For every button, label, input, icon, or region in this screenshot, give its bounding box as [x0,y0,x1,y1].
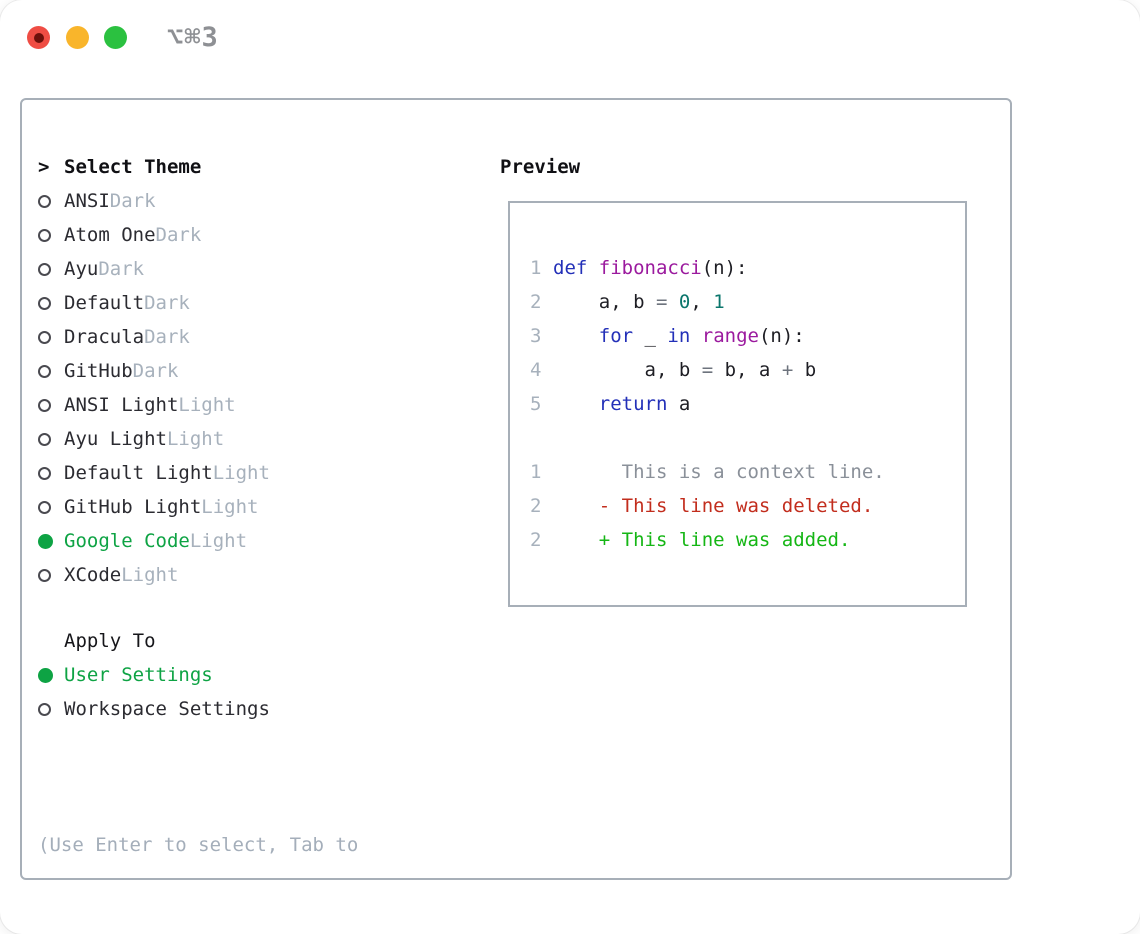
option-label: Default Light [64,462,213,484]
line-number: 5 [530,393,542,415]
theme-variant-tag: Dark [132,360,179,382]
select-theme-title: Select Theme [64,156,202,178]
radio-unselected-icon [38,702,64,716]
option-label: Dracula [64,326,145,348]
theme-variant-tag: Dark [109,190,156,212]
radio-unselected-icon [38,568,64,582]
line-number: 2 [530,291,542,313]
theme-variant-tag: Dark [144,292,190,314]
diff-line-context: 1 This is a context line. [530,455,965,489]
maximize-button[interactable] [104,26,127,49]
option-label: GitHub Light [64,496,202,518]
blank-line [530,421,965,455]
theme-option[interactable]: GitHub Light Light [38,490,490,524]
code-line: 3 for _ in range(n): [530,319,965,353]
window-titlebar: ⌥⌘3 [0,0,1140,72]
theme-variant-tag: Light [121,564,179,586]
theme-option[interactable]: XCode Light [38,558,490,592]
apply-to-header: Apply To [38,624,490,658]
option-label: Google Code [64,530,190,552]
theme-option[interactable]: GitHub Dark [38,354,490,388]
theme-option[interactable]: ANSI Light Light [38,388,490,422]
radio-unselected-icon [38,194,64,208]
option-label: XCode [64,564,122,586]
diff-line-deleted: 2 - This line was deleted. [530,489,965,523]
option-label: Default [64,292,145,314]
minimize-button[interactable] [66,26,89,49]
cursor-arrow: > [38,156,50,178]
apply-to-title: Apply To [64,630,156,652]
line-number: 4 [530,359,542,381]
theme-variant-tag: Dark [144,326,190,348]
radio-unselected-icon [38,364,64,378]
theme-variant-tag: Dark [98,258,145,280]
radio-unselected-icon [38,432,64,446]
select-theme-header: > Select Theme [38,150,490,184]
radio-unselected-icon [38,466,64,480]
option-label: Workspace Settings [64,698,270,720]
apply-option[interactable]: Workspace Settings [38,692,490,726]
preview-title: Preview [500,156,581,178]
line-number: 3 [530,325,542,347]
option-label: Atom One [64,224,156,246]
hint-line-1: (Use Enter to select, Tab to [38,834,359,856]
radio-unselected-icon [38,296,64,310]
option-label: User Settings [64,664,213,686]
radio-unselected-icon [38,330,64,344]
code-line: 2 a, b = 0, 1 [530,285,965,319]
close-button-dot-icon [33,32,44,43]
theme-option[interactable]: Default Light Light [38,456,490,490]
option-label: Ayu Light [64,428,167,450]
code-line: 5 return a [530,387,965,421]
theme-option[interactable]: Dracula Dark [38,320,490,354]
code-line: 4 a, b = b, a + b [530,353,965,387]
close-button[interactable] [27,26,50,49]
hint-line-2: change focus) [38,930,490,934]
theme-variant-tag: Light [178,394,236,416]
diff-sample: 1 This is a context line.2 - This line w… [530,455,965,557]
theme-option[interactable]: Atom One Dark [38,218,490,252]
keyboard-shortcut-label: ⌥⌘3 [167,22,219,53]
radio-unselected-icon [38,398,64,412]
option-label: GitHub [64,360,133,382]
apply-option[interactable]: User Settings [38,658,490,692]
theme-option[interactable]: Ayu Light Light [38,422,490,456]
theme-variant-tag: Dark [155,224,202,246]
diff-line-added: 2 + This line was added. [530,523,965,557]
theme-variant-tag: Light [212,462,270,484]
hint-text: (Use Enter to select, Tab to change focu… [38,760,490,934]
theme-option[interactable]: Google Code Light [38,524,490,558]
theme-variant-tag: Light [166,428,225,450]
theme-option[interactable]: Ayu Dark [38,252,490,286]
line-number: 1 [530,461,542,483]
option-label: ANSI Light [64,394,179,416]
radio-unselected-icon [38,228,64,242]
radio-unselected-icon [38,500,64,514]
theme-variant-tag: Light [189,530,248,552]
option-label: ANSI [64,190,110,212]
theme-variant-tag: Light [201,496,259,518]
line-number: 2 [530,495,542,517]
line-number: 2 [530,529,542,551]
option-label: Ayu [64,258,99,280]
radio-selected-icon [38,667,64,683]
line-number: 1 [530,257,542,279]
radio-unselected-icon [38,262,64,276]
radio-selected-icon [38,533,64,549]
theme-option[interactable]: ANSI Dark [38,184,490,218]
theme-option[interactable]: Default Dark [38,286,490,320]
